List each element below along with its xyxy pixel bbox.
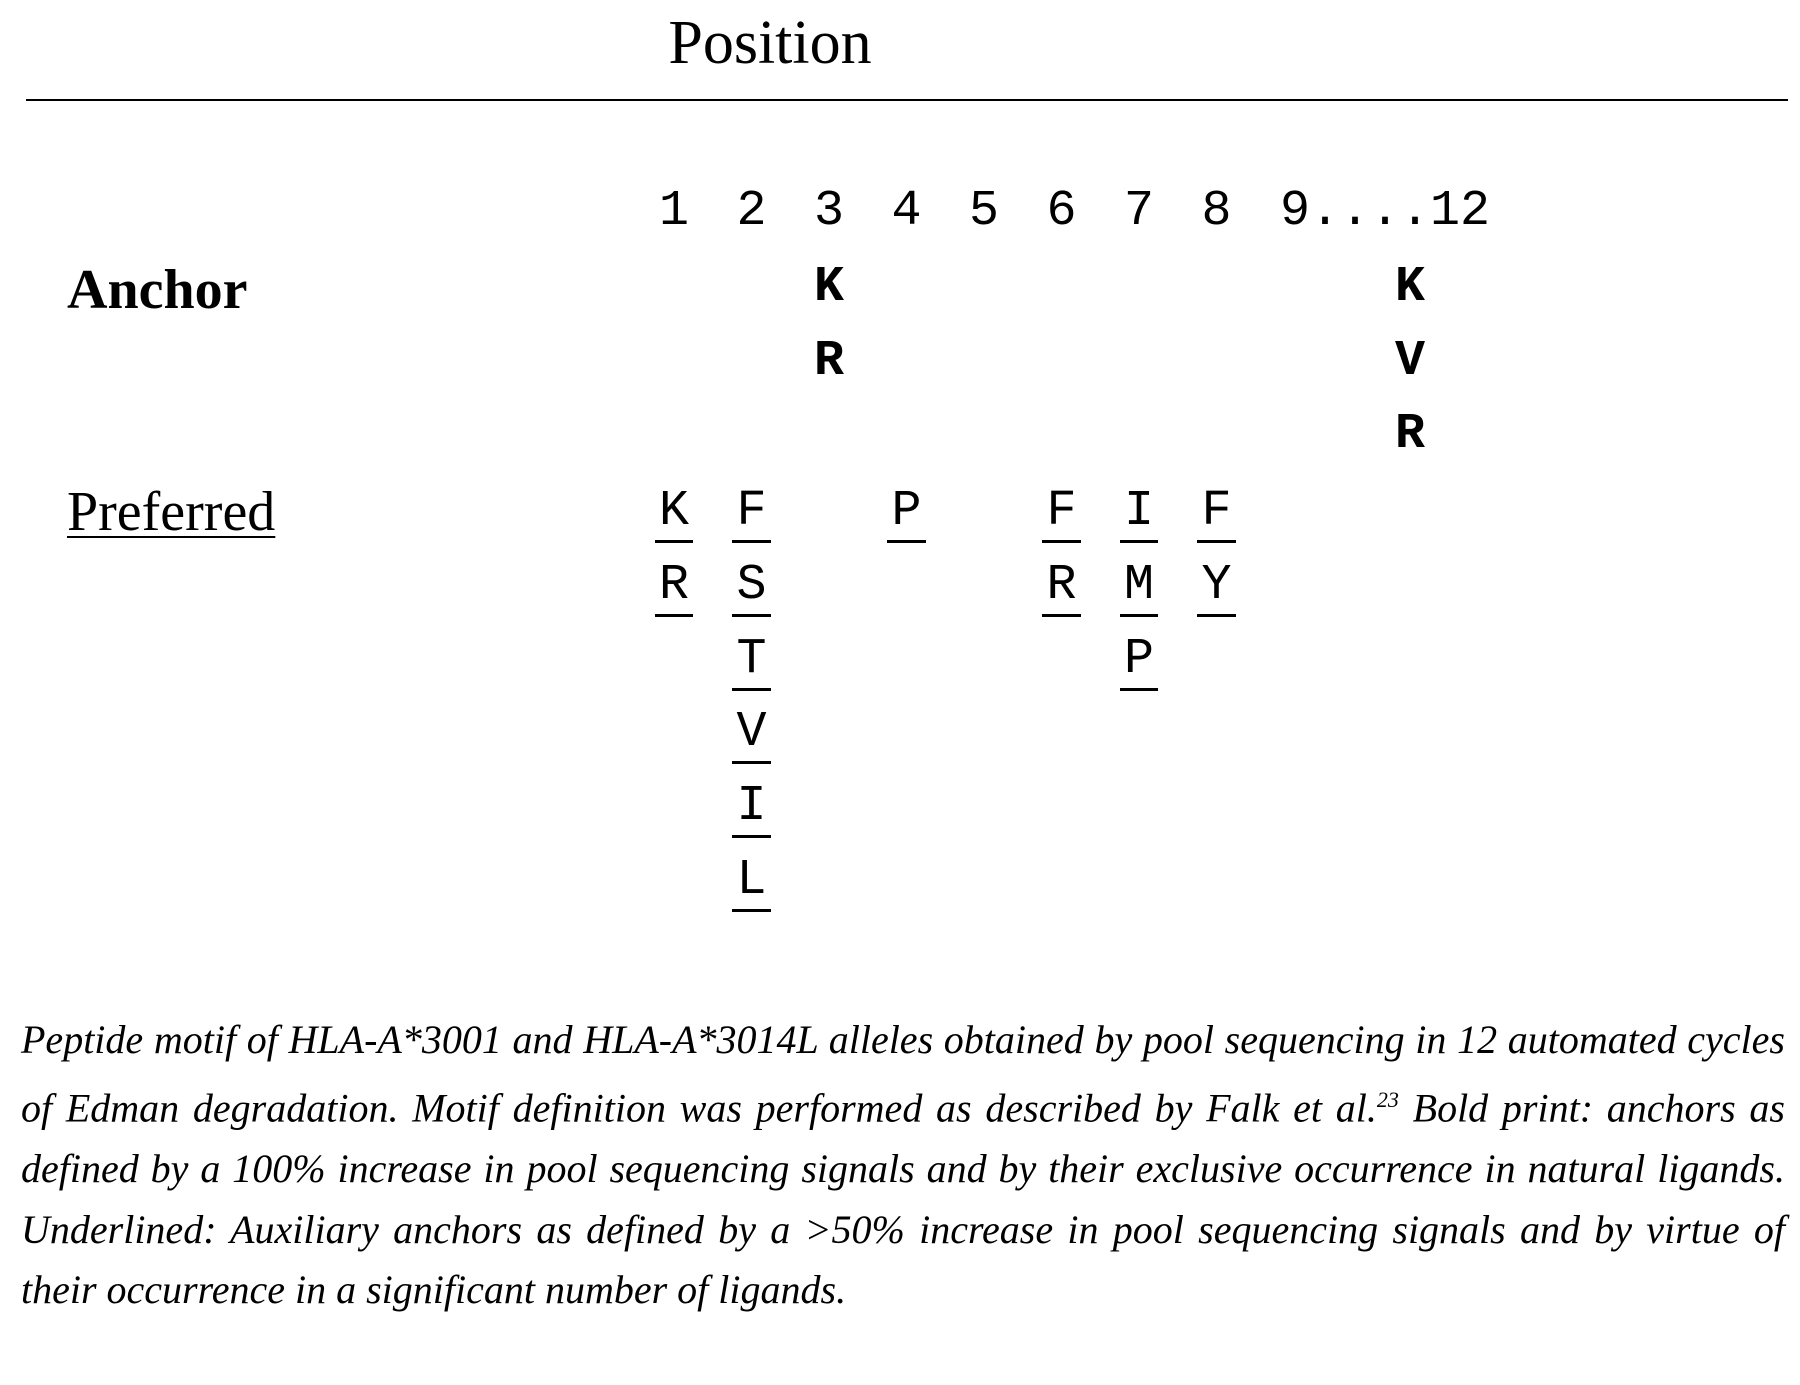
preferred-cell: I — [722, 777, 782, 839]
preferred-cell: F — [1187, 482, 1247, 543]
position-number: 9....12 — [1280, 183, 1491, 240]
preferred-cell: I — [1109, 482, 1169, 543]
citation-ref: 23 — [1376, 1087, 1399, 1113]
position-number: 7 — [1123, 183, 1154, 240]
anchor-residue: R — [813, 332, 844, 390]
preferred-cell: Y — [1187, 556, 1247, 617]
position-number: 5 — [968, 183, 999, 240]
position-number: 3 — [813, 183, 844, 240]
position-number: 8 — [1201, 183, 1232, 240]
preferred-residue: P — [887, 483, 926, 543]
preferred-residue: S — [732, 556, 771, 617]
anchor-residue: K — [813, 259, 844, 316]
column-header-position: Position — [668, 9, 872, 77]
preferred-cell: S — [722, 556, 782, 617]
position-number: 6 — [1046, 183, 1077, 240]
preferred-residue: F — [732, 483, 771, 543]
anchor-residue: V — [1394, 332, 1425, 390]
preferred-residue: I — [1119, 483, 1158, 543]
preferred-residue: P — [1119, 630, 1158, 691]
preferred-residue: M — [1119, 556, 1158, 617]
preferred-cell: K — [644, 482, 704, 543]
preferred-cell: T — [722, 630, 782, 691]
preferred-cell: F — [722, 482, 782, 543]
position-number: 1 — [658, 183, 689, 240]
preferred-residue: K — [654, 483, 693, 543]
preferred-residue: Y — [1197, 556, 1236, 617]
caption-text: Peptide motif of HLA-A*3001 and HLA-A*30… — [21, 1017, 1785, 1131]
preferred-residue: I — [732, 778, 771, 839]
header-rule — [26, 99, 1788, 101]
preferred-residue: R — [1042, 556, 1081, 617]
preferred-cell: L — [722, 851, 782, 912]
preferred-cell: F — [1032, 482, 1092, 543]
preferred-cell: V — [722, 703, 782, 765]
figure-caption: Peptide motif of HLA-A*3001 and HLA-A*30… — [21, 1010, 1785, 1320]
row-label-anchor: Anchor — [67, 259, 248, 321]
preferred-cell: P — [877, 482, 937, 543]
preferred-cell: M — [1109, 556, 1169, 617]
preferred-residue: F — [1042, 483, 1081, 543]
position-number: 2 — [736, 183, 767, 240]
caption-text-cont: Bold print: anchors as defined by a 100%… — [21, 1085, 1785, 1312]
position-number: 4 — [891, 183, 922, 240]
preferred-residue: L — [732, 852, 771, 912]
preferred-residue: R — [654, 556, 693, 617]
row-label-preferred: Preferred — [67, 481, 276, 543]
preferred-residue: F — [1197, 483, 1236, 543]
preferred-cell: P — [1109, 630, 1169, 691]
preferred-residue: T — [732, 630, 771, 691]
preferred-cell: R — [1032, 556, 1092, 617]
anchor-residue: R — [1394, 406, 1425, 463]
anchor-residue: K — [1394, 259, 1425, 316]
preferred-residue: V — [732, 704, 771, 765]
preferred-cell: R — [644, 556, 704, 617]
